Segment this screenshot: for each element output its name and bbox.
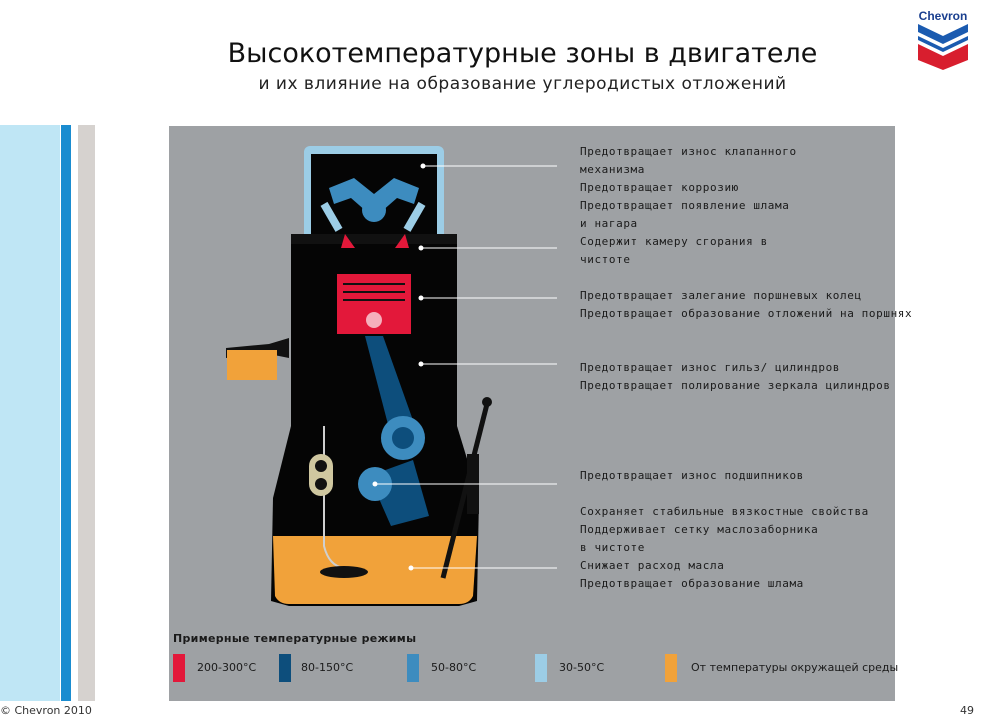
note-bearings: Предотвращает износ подшипников <box>580 467 895 485</box>
note-oil-sump: Сохраняет стабильные вязкостные свойства… <box>580 503 895 593</box>
note-line: и нагара <box>580 217 638 230</box>
note-line: Предотвращает появление шлама <box>580 199 790 212</box>
note-line: Предотвращает износ гильз/ цилиндров <box>580 361 841 374</box>
side-bar-blue <box>61 125 71 701</box>
note-line: Сохраняет стабильные вязкостные свойства <box>580 505 869 518</box>
legend-title: Примерные температурные режимы <box>173 632 417 645</box>
chevron-logo: Chevron <box>918 9 968 70</box>
copyright-footer: © Chevron 2010 <box>0 704 92 717</box>
note-line: Предотвращает коррозию <box>580 181 739 194</box>
note-cylinder: Предотвращает износ гильз/ цилиндров Пре… <box>580 359 895 395</box>
note-line: Предотвращает полирование зеркала цилинд… <box>580 379 891 392</box>
side-bar-gray <box>78 125 95 701</box>
side-mount-oil <box>227 350 277 380</box>
legend-label: 30-50°C <box>559 661 605 674</box>
legend-swatch-200-300 <box>173 654 185 682</box>
note-line: чистоте <box>580 253 631 266</box>
legend-label: 80-150°C <box>301 661 354 674</box>
note-line: в чистоте <box>580 541 646 554</box>
note-line: Предотвращает залегание поршневых колец <box>580 289 862 302</box>
legend-label: 50-80°C <box>431 661 477 674</box>
legend-swatch-30-50 <box>535 654 547 682</box>
note-line: Предотвращает образование отложений на п… <box>580 307 913 320</box>
side-bar-light <box>0 125 60 701</box>
note-line: Предотвращает износ клапанного <box>580 145 797 158</box>
legend-swatch-80-150 <box>279 654 291 682</box>
legend-swatch-50-80 <box>407 654 419 682</box>
note-line: Снижает расход масла <box>580 559 725 572</box>
note-valvetrain: Предотвращает износ клапанного механизма… <box>580 143 895 233</box>
oil-pan <box>273 536 477 604</box>
legend-swatch-ambient <box>665 654 677 682</box>
slide-title: Высокотемпературные зоны в двигателе <box>227 38 818 69</box>
note-combustion-chamber: Содержит камеру сгорания в чистоте <box>580 233 895 269</box>
note-line: механизма <box>580 163 646 176</box>
note-line: Предотвращает образование шлама <box>580 577 804 590</box>
page-number: 49 <box>960 704 974 717</box>
logo-text: Chevron <box>919 9 968 23</box>
slide-subtitle: и их влияние на образование углеродистых… <box>258 74 787 94</box>
note-line: Предотвращает износ подшипников <box>580 469 804 482</box>
legend-label: 200-300°C <box>197 661 257 674</box>
connecting-rod <box>365 336 415 436</box>
note-piston: Предотвращает залегание поршневых колец … <box>580 287 913 323</box>
note-line: Поддерживает сетку маслозаборника <box>580 523 819 536</box>
engine-diagram-panel: Предотвращает износ клапанного механизма… <box>169 126 913 701</box>
note-line: Содержит камеру сгорания в <box>580 235 768 248</box>
engine-diagram <box>226 146 557 606</box>
legend-label: От температуры окружащей среды <box>691 661 899 674</box>
